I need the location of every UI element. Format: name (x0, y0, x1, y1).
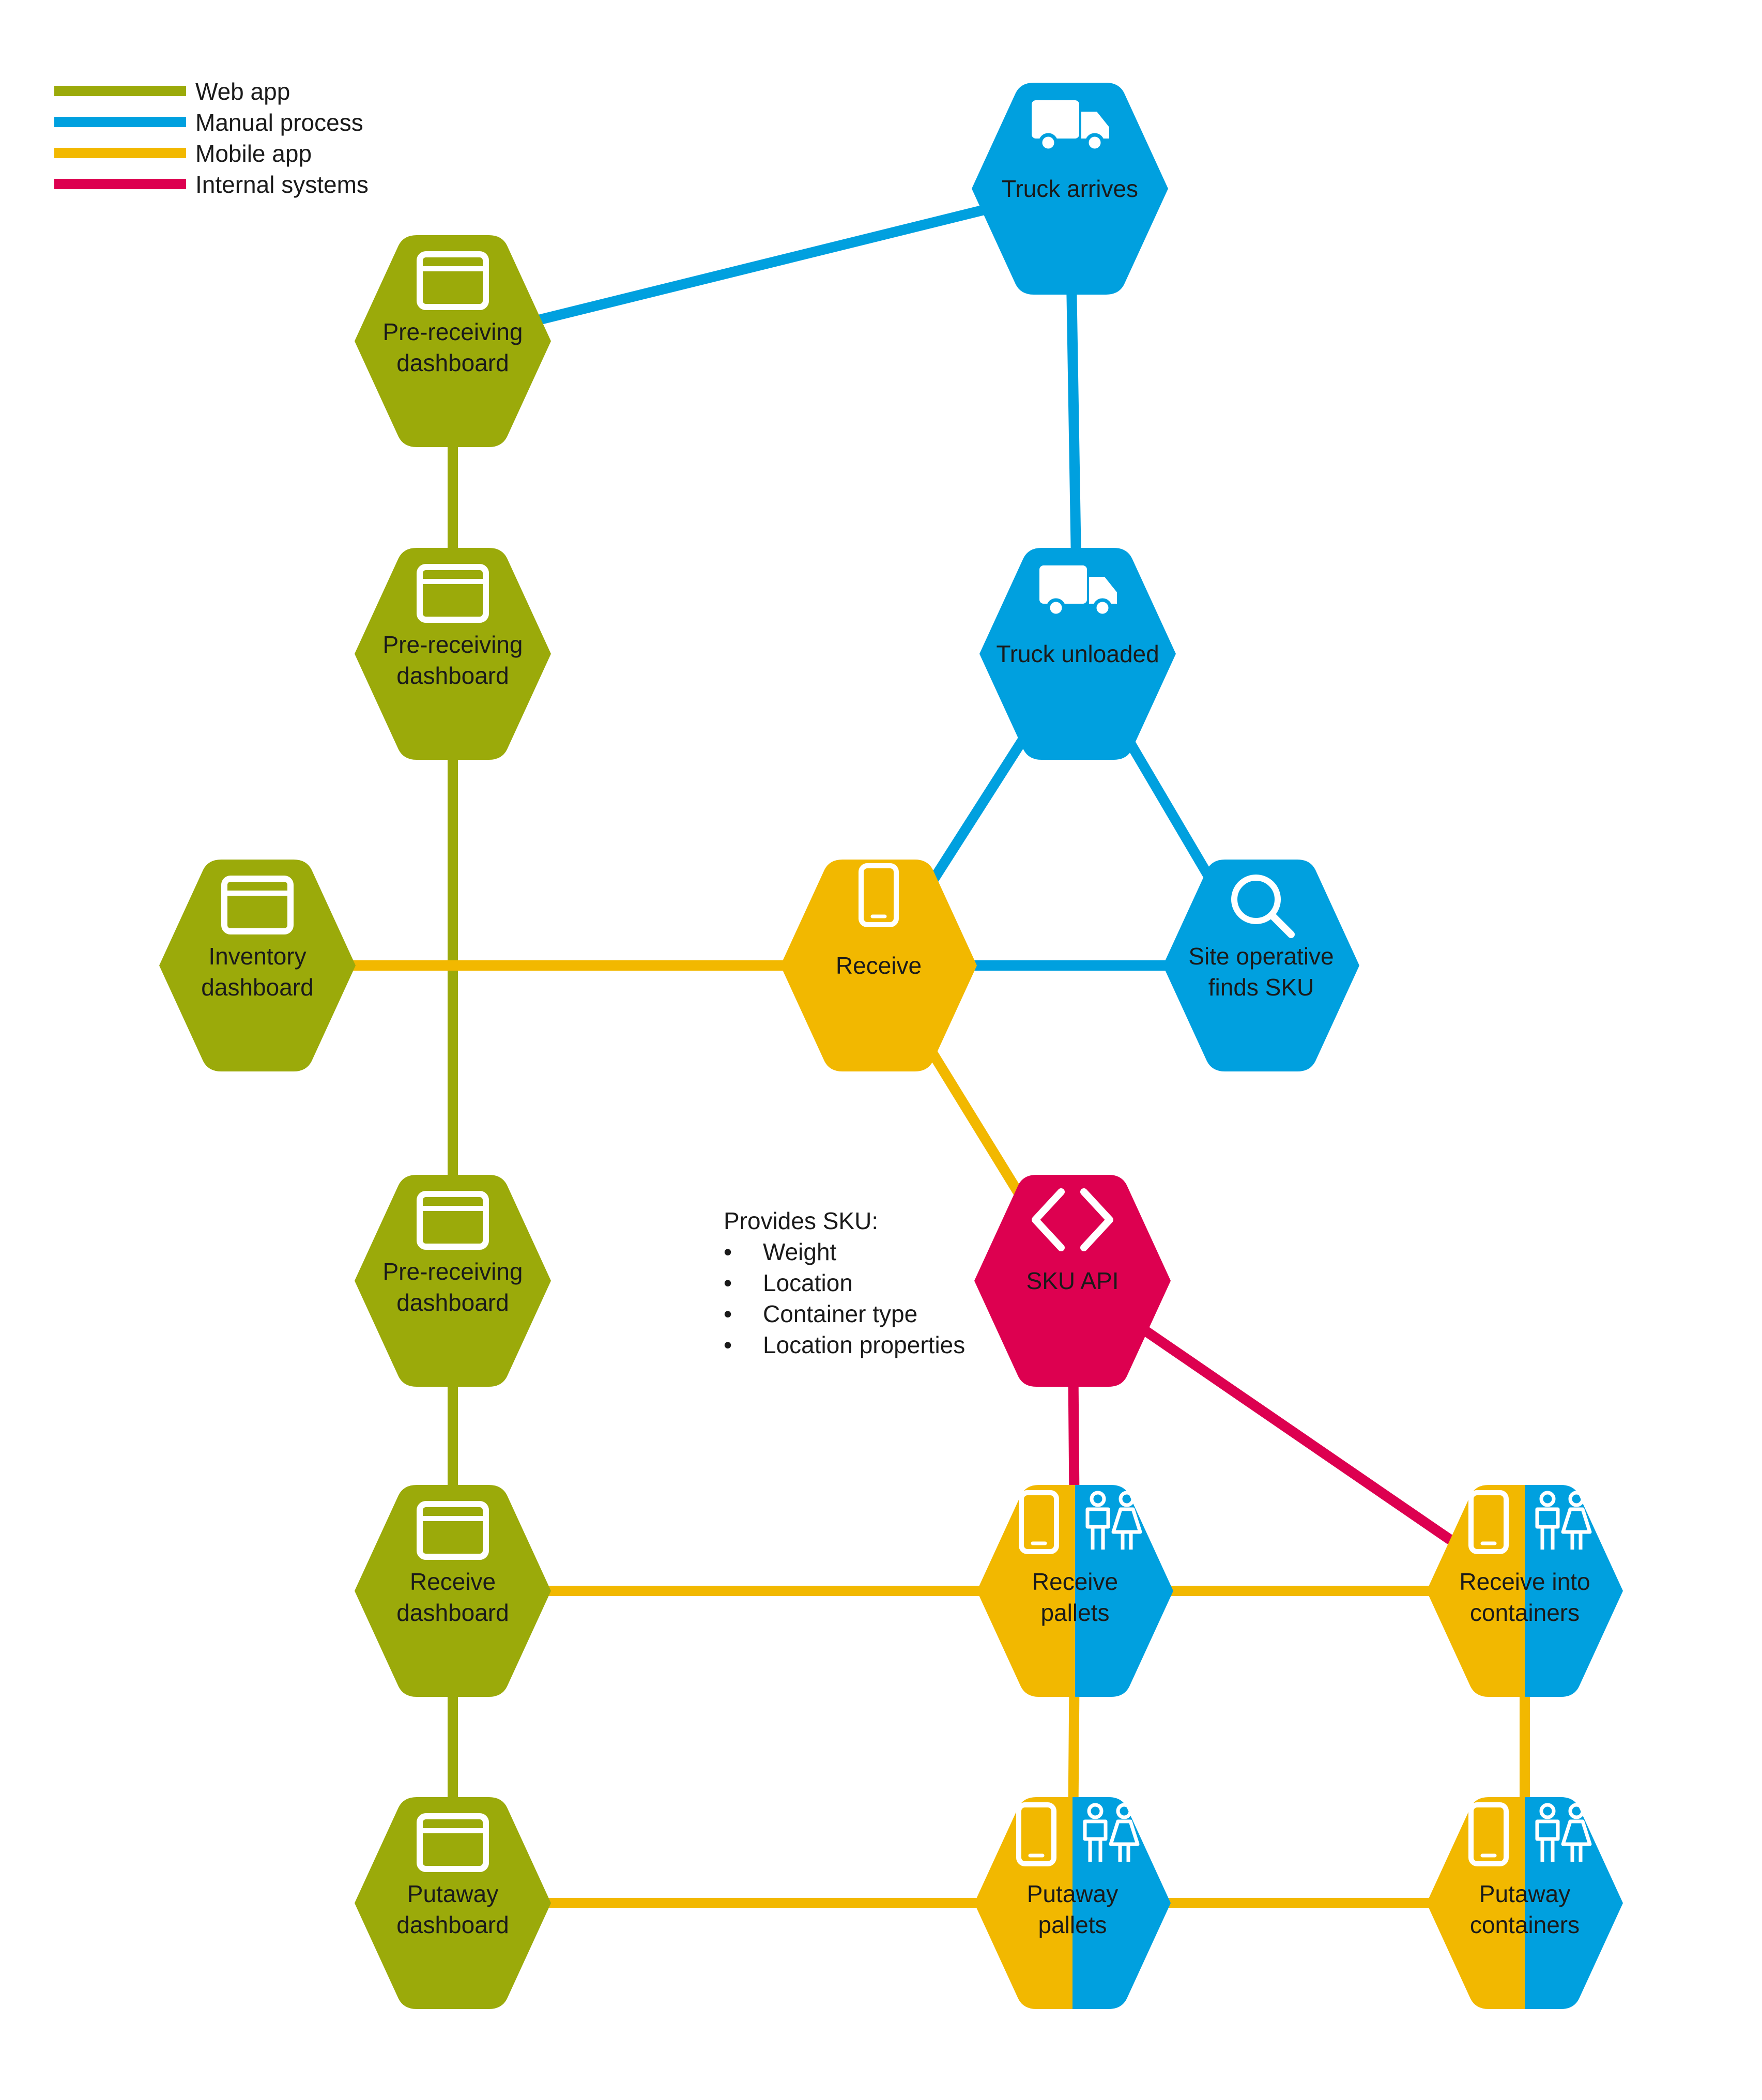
node-receive-dashboard: Receive dashboard (355, 1485, 551, 1697)
legend-label-internal-systems: Internal systems (195, 171, 369, 198)
annotation-item-container-type: Container type (763, 1300, 917, 1327)
mobile-phone-icon (1468, 1490, 1509, 1554)
legend-label-manual-process: Manual process (195, 109, 363, 136)
node-truck-unloaded: Truck unloaded (979, 548, 1176, 760)
sku-api-annotation: Provides SKU: • Weight • Location • Cont… (724, 1207, 965, 1358)
node-label: Pre-receiving (383, 318, 523, 345)
annotation-item: • Container type (724, 1300, 917, 1327)
annotation-bullet: • (724, 1331, 732, 1358)
node-label: containers (1470, 1599, 1580, 1626)
node-putaway-dashboard: Putaway dashboard (355, 1797, 551, 2009)
node-pre-receiving-2: Pre-receiving dashboard (355, 548, 551, 760)
browser-window-icon (417, 1501, 489, 1560)
node-label: dashboard (201, 974, 313, 1001)
browser-window-icon (221, 876, 294, 934)
hexagon-shape (355, 1797, 551, 2009)
node-label: pallets (1038, 1911, 1107, 1938)
node-label: dashboard (396, 662, 509, 689)
node-receive: Receive (780, 860, 977, 1071)
node-pre-receiving-1: Pre-receiving dashboard (355, 235, 551, 447)
people-icon (1085, 1491, 1142, 1550)
node-truck-arrives: Truck arrives (972, 83, 1168, 295)
mobile-phone-icon (1468, 1802, 1509, 1866)
node-label: Pre-receiving (383, 631, 523, 658)
node-label: pallets (1041, 1599, 1110, 1626)
mobile-phone-icon (1019, 1490, 1059, 1554)
connection-sku-api-to-receive-into-containers (1069, 1276, 1528, 1596)
node-label: dashboard (396, 349, 509, 376)
node-label: Inventory (208, 943, 306, 970)
legend-label-mobile-app: Mobile app (195, 140, 312, 167)
hexagon-shape (355, 548, 551, 760)
node-putaway-containers: Putaway containers (1427, 1797, 1623, 2009)
nodes: Truck arrivesPre-receivingdashboardPre-r… (159, 83, 1623, 2009)
mobile-phone-icon (1016, 1802, 1056, 1866)
browser-window-icon (417, 1813, 489, 1872)
node-putaway-pallets: Putaway pallets (974, 1797, 1171, 2009)
hexagon-shape (974, 1175, 1171, 1387)
node-site-operative: Site operative finds SKU (1163, 860, 1359, 1071)
hexagon-shape (355, 1485, 551, 1697)
people-icon (1083, 1803, 1140, 1862)
legend-item-internal-systems: Internal systems (54, 171, 369, 198)
node-label: dashboard (396, 1911, 509, 1938)
node-label: dashboard (396, 1599, 509, 1626)
hexagon-shape (780, 860, 977, 1071)
node-label: containers (1470, 1911, 1580, 1938)
node-label: SKU API (1026, 1267, 1119, 1294)
node-label: Receive (836, 952, 922, 979)
browser-window-icon (417, 1191, 489, 1250)
people-icon (1535, 1803, 1592, 1862)
node-label: Receive (1032, 1568, 1118, 1595)
legend: Web app Manual process Mobile app Intern… (54, 78, 369, 198)
annotation-bullet: • (724, 1238, 732, 1265)
code-brackets-icon (1032, 1188, 1113, 1251)
node-label: finds SKU (1208, 974, 1314, 1001)
annotation-item-location-properties: Location properties (763, 1331, 965, 1358)
truck-icon (1032, 100, 1109, 152)
annotation-item: • Location (724, 1269, 853, 1296)
legend-item-web-app: Web app (54, 78, 290, 105)
annotation-item-weight: Weight (763, 1238, 837, 1265)
annotation-item: • Location properties (724, 1331, 965, 1358)
people-icon (1535, 1491, 1592, 1550)
node-label: Truck arrives (1002, 175, 1138, 202)
legend-label-web-app: Web app (195, 78, 290, 105)
hexagon-shape (972, 83, 1168, 295)
node-label: Truck unloaded (996, 640, 1159, 667)
node-label: Pre-receiving (383, 1258, 523, 1285)
legend-item-manual-process: Manual process (54, 109, 363, 136)
node-label: Receive (410, 1568, 496, 1595)
hexagon-shape (979, 548, 1176, 760)
hexagon-shape (1163, 860, 1359, 1071)
node-label: Site operative (1188, 943, 1334, 970)
node-pre-receiving-3: Pre-receiving dashboard (355, 1175, 551, 1387)
annotation-item: • Weight (724, 1238, 837, 1265)
node-label: Putaway (1027, 1880, 1118, 1907)
truck-icon (1039, 565, 1117, 618)
annotation-item-location: Location (763, 1269, 853, 1296)
hexagon-shape (355, 235, 551, 447)
hexagon-shape (159, 860, 356, 1071)
mobile-phone-icon (859, 863, 899, 927)
node-label: Putaway (1479, 1880, 1570, 1907)
annotation-bullet: • (724, 1269, 732, 1296)
browser-window-icon (417, 564, 489, 623)
node-sku-api: SKU API (974, 1175, 1171, 1387)
annotation-title: Provides SKU: (724, 1207, 878, 1234)
node-receive-pallets: Receive pallets (977, 1485, 1173, 1697)
search-icon (1231, 875, 1295, 938)
node-inventory-dashboard: Inventory dashboard (159, 860, 356, 1071)
node-label: Receive into (1459, 1568, 1590, 1595)
node-label: Putaway (407, 1880, 498, 1907)
legend-item-mobile-app: Mobile app (54, 140, 312, 167)
node-label: dashboard (396, 1289, 509, 1316)
browser-window-icon (417, 251, 489, 310)
hexagon-shape (355, 1175, 551, 1387)
annotation-bullet: • (724, 1300, 732, 1327)
node-receive-into-containers: Receive into containers (1427, 1485, 1623, 1697)
connection-pre-receiving-1-to-truck-arrives (451, 183, 1071, 346)
